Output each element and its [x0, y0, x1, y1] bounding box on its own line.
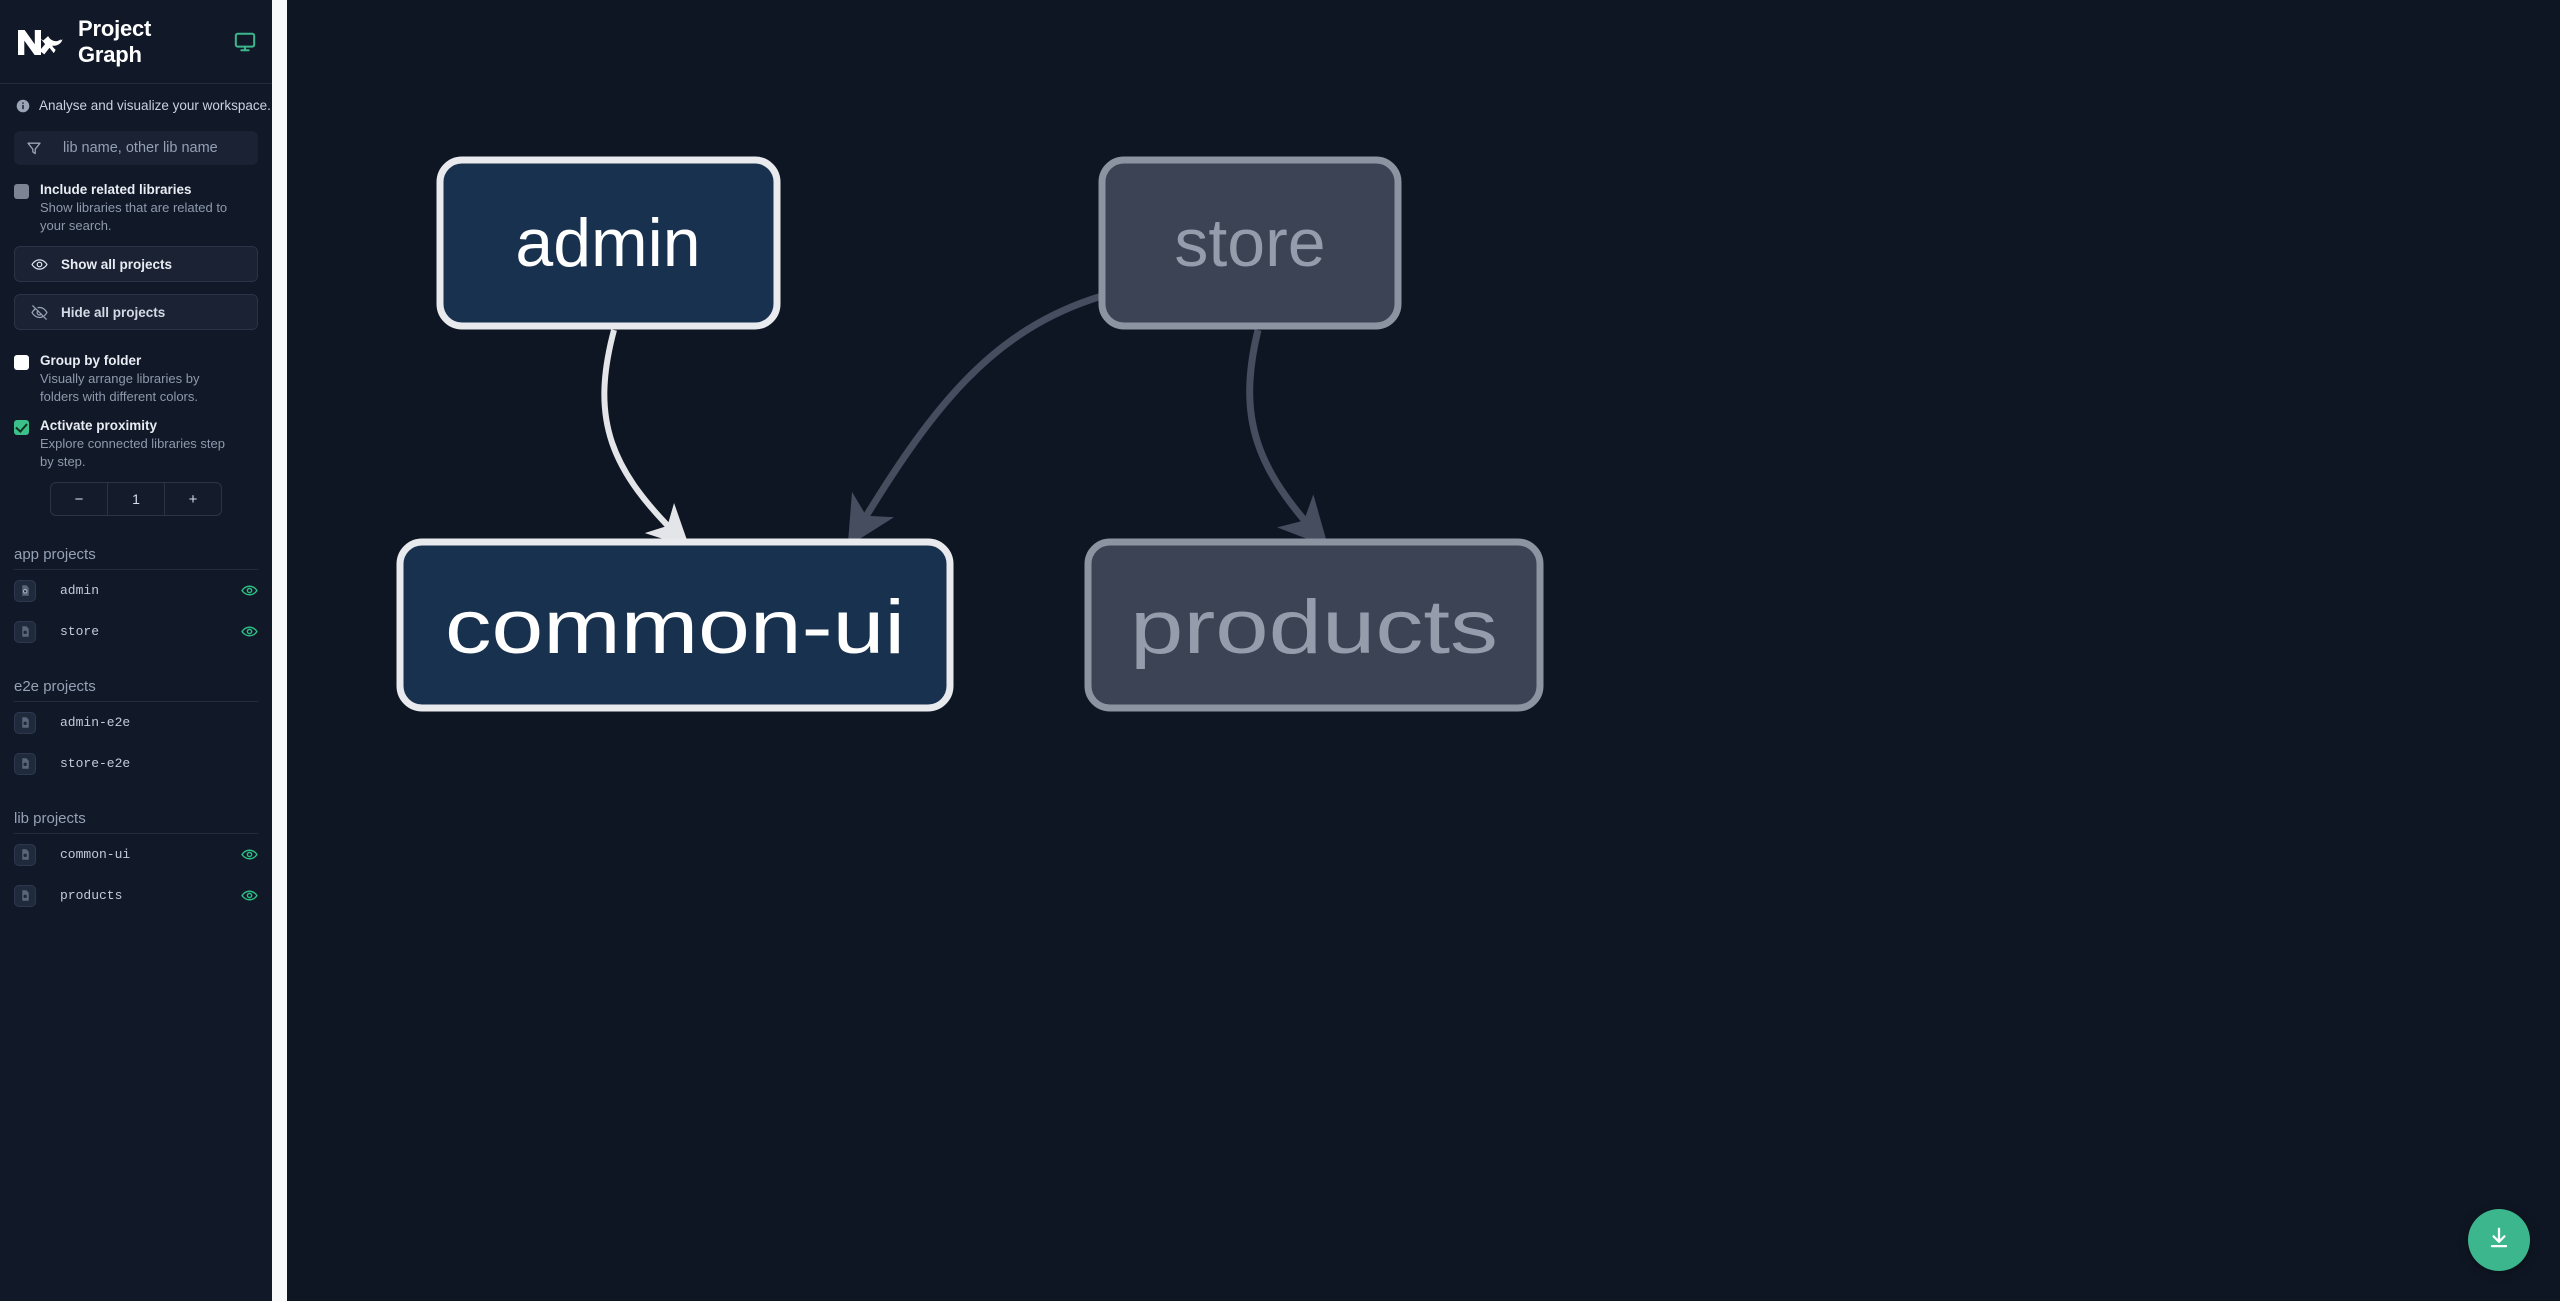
project-name: admin-e2e [60, 715, 131, 730]
group-app-projects: app projects admin [0, 546, 272, 652]
project-name: admin [60, 583, 100, 598]
project-row-common-ui[interactable]: common-ui [14, 834, 258, 875]
group-title-app-projects: app projects [14, 546, 258, 570]
project-row-admin-e2e[interactable]: admin-e2e [14, 702, 258, 743]
proximity-stepper[interactable]: − 1 + [50, 482, 222, 516]
project-file-icon [14, 711, 36, 734]
project-file-icon [14, 843, 36, 866]
node-common-ui-shape[interactable] [396, 538, 954, 712]
include-related-libraries-description: Show libraries that are related to your … [40, 200, 228, 233]
project-visibility-eye-icon[interactable] [241, 846, 258, 863]
graph-node-store[interactable]: store [1098, 156, 1402, 330]
node-admin-label: admin [515, 205, 700, 281]
activate-proximity-description: Explore connected libraries step by step… [40, 436, 225, 469]
option-activate-proximity[interactable]: Activate proximity Explore connected lib… [0, 405, 272, 470]
sidebar: Project Graph Analyse and visualize your… [0, 0, 272, 1301]
proximity-stepper-wrap: − 1 + [0, 470, 272, 516]
project-name: common-ui [60, 847, 131, 862]
search-box[interactable] [14, 131, 258, 165]
group-e2e-projects: e2e projects admin-e2e store-e2 [0, 678, 272, 784]
project-visibility-eye-icon[interactable] [241, 582, 258, 599]
group-lib-projects: lib projects common-ui [0, 810, 272, 916]
group-title-e2e-projects: e2e projects [14, 678, 258, 702]
project-row-store-e2e[interactable]: store-e2e [14, 743, 258, 784]
graph-node-common-ui[interactable]: common-ui [396, 538, 954, 712]
stepper-divider-right [164, 483, 165, 515]
graph-node-admin[interactable]: admin [436, 156, 781, 330]
sidebar-header: Project Graph [0, 0, 272, 84]
project-file-icon [14, 579, 36, 602]
node-store-shape[interactable] [1098, 156, 1402, 330]
activate-proximity-label: Activate proximity [40, 418, 158, 433]
group-by-folder-description: Visually arrange libraries by folders wi… [40, 371, 200, 404]
filter-icon [26, 140, 42, 156]
info-icon [16, 99, 30, 113]
graph-edges [601, 292, 1329, 548]
project-row-store[interactable]: store [14, 611, 258, 652]
graph-nodes: admin store common-ui products [396, 156, 1544, 712]
project-visibility-eye-icon[interactable] [241, 887, 258, 904]
search-input[interactable] [53, 131, 258, 165]
option-group-by-folder[interactable]: Group by folder Visually arrange librari… [0, 330, 272, 405]
download-icon [2486, 1225, 2512, 1256]
include-related-libraries-checkbox[interactable] [14, 184, 29, 199]
project-row-products[interactable]: products [14, 875, 258, 916]
proximity-decrement-button[interactable]: − [74, 490, 84, 508]
sidebar-info: Analyse and visualize your workspace. [0, 84, 272, 117]
project-file-icon [14, 884, 36, 907]
stepper-divider-left [107, 483, 108, 515]
project-name: store [60, 624, 100, 639]
sidebar-info-text: Analyse and visualize your workspace. [39, 98, 271, 113]
download-graph-button[interactable] [2468, 1209, 2530, 1271]
nx-logo [16, 25, 66, 59]
project-row-admin[interactable]: admin [14, 570, 258, 611]
proximity-value: 1 [132, 491, 140, 507]
eye-icon [31, 256, 48, 273]
show-all-projects-label: Show all projects [61, 256, 173, 272]
project-name: store-e2e [60, 756, 131, 771]
sidebar-resize-handle[interactable] [272, 0, 287, 1301]
option-include-related-libraries[interactable]: Include related libraries Show libraries… [0, 165, 272, 234]
search-section [0, 117, 272, 165]
activate-proximity-checkbox[interactable] [14, 420, 29, 435]
edge-store-to-products[interactable] [1246, 329, 1329, 548]
hide-all-projects-button[interactable]: Hide all projects [14, 294, 258, 330]
node-admin-shape[interactable] [436, 156, 781, 330]
node-store-label: store [1174, 205, 1325, 281]
visibility-buttons: Show all projects Hide all projects [0, 246, 272, 330]
edge-admin-to-common-ui[interactable] [601, 329, 690, 548]
show-all-projects-button[interactable]: Show all projects [14, 246, 258, 282]
edge-store-to-common-ui[interactable] [847, 292, 1104, 547]
sidebar-edge [287, 0, 290, 1301]
eye-off-icon [31, 304, 48, 321]
include-related-libraries-label: Include related libraries [40, 182, 192, 197]
node-common-ui-label: common-ui [445, 585, 905, 670]
project-graph-svg: admin store common-ui products [396, 156, 1544, 712]
group-by-folder-label: Group by folder [40, 353, 142, 368]
page-title: Project Graph [78, 15, 152, 67]
proximity-increment-button[interactable]: + [188, 490, 198, 508]
group-title-lib-projects: lib projects [14, 810, 258, 834]
monitor-icon[interactable] [234, 31, 256, 53]
project-file-icon [14, 752, 36, 775]
project-visibility-eye-icon[interactable] [241, 623, 258, 640]
graph-node-products[interactable]: products [1084, 538, 1544, 712]
project-name: products [60, 888, 123, 903]
node-products-label: products [1130, 585, 1498, 670]
node-products-shape[interactable] [1084, 538, 1544, 712]
graph-canvas[interactable]: admin store common-ui products [290, 0, 2560, 1301]
hide-all-projects-label: Hide all projects [61, 304, 166, 320]
project-file-icon [14, 620, 36, 643]
group-by-folder-checkbox[interactable] [14, 355, 29, 370]
